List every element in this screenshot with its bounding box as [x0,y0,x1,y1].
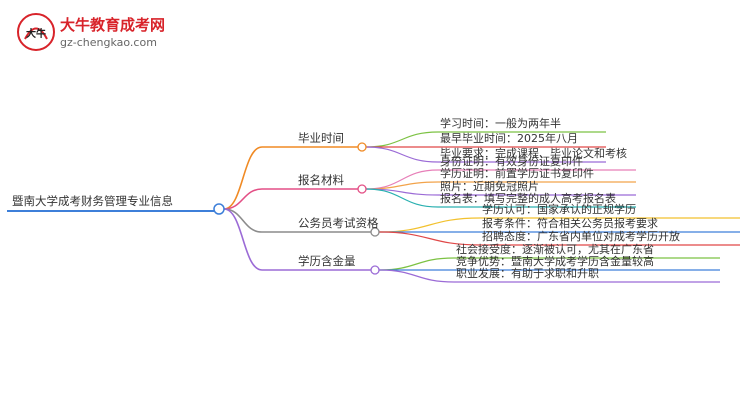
leaf-node: 社会接受度：逐渐被认可，尤其在广东省 [456,243,654,256]
leaf-node: 报考条件：符合相关公务员报考要求 [482,217,658,230]
leaf-node: 学习时间：一般为两年半 [440,117,561,130]
leaf-node: 照片：近期免冠照片 [440,180,539,193]
leaf-node: 最早毕业时间：2025年八月 [440,132,578,145]
leaf-connector [365,146,606,163]
leaf-node: 报名表：填写完整的成人高考报名表 [440,192,616,205]
leaf-node: 招聘态度：广东省内单位对成考学历开放 [482,230,680,243]
leaf-connector [378,231,740,246]
branch-node-circle [370,227,380,237]
site-logo[interactable]: 大牛 大牛教育成考网 gz-chengkao.com [16,12,176,54]
branch-node: 公务员考试资格 [298,216,379,230]
logo-title: 大牛教育成考网 [60,16,166,34]
root-node: 暨南大学成考财务管理专业信息 [12,194,173,208]
branch-node-circle [370,265,380,275]
leaf-node: 身份证明：有效身份证复印件 [440,155,583,168]
leaf-node: 职业发展：有助于求职和升职 [456,267,599,280]
leaf-connector [365,188,636,208]
branch-node: 学历含金量 [298,254,356,268]
logo-url: gz-chengkao.com [60,36,157,49]
leaf-node: 学历证明：前置学历证书复印件 [440,167,594,180]
branch-node: 报名材料 [298,173,344,187]
logo-mark-text: 大牛 [26,27,46,40]
leaf-node: 学历认可：国家承认的正规学历 [482,203,636,216]
leaf-connector [378,269,720,283]
leaf-connector [365,131,606,148]
branch-connector [223,146,358,210]
logo-mark-icon: 大牛 [17,13,55,51]
branch-node: 毕业时间 [298,131,344,145]
branch-connector [223,208,371,233]
root-node-circle [213,203,225,215]
leaf-connector [378,217,740,233]
branch-connector [223,208,371,271]
branch-connector [223,188,358,210]
branch-node-circle [357,142,367,152]
leaf-node: 竞争优势：暨南大学成考学历含金量较高 [456,255,654,268]
leaf-node: 毕业要求：完成课程、毕业论文和考核 [440,147,627,160]
branch-node-circle [357,184,367,194]
